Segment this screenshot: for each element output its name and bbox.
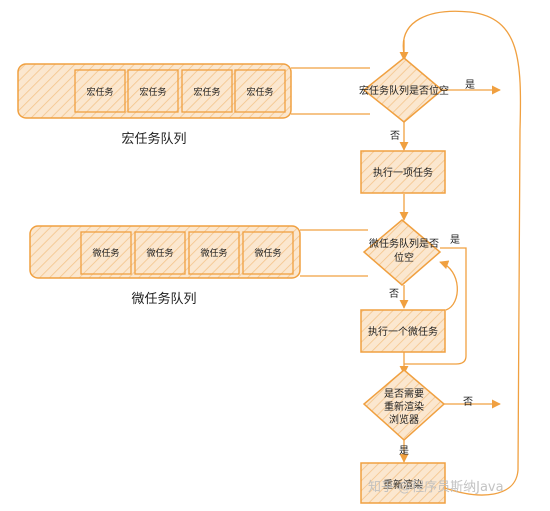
micro-task-3: 微任务	[188, 231, 240, 275]
edge-label-render-no: 否	[463, 396, 473, 408]
edge-label-macro-yes: 是	[465, 79, 475, 91]
macro-task-3: 宏任务	[181, 69, 233, 113]
decision-render-line3: 浏览器	[389, 413, 419, 426]
process-render: 重新渲染	[360, 462, 446, 504]
macro-task-label: 宏任务	[139, 86, 166, 98]
process-run-micro: 执行一个微任务	[360, 309, 446, 353]
edge-label-micro-yes: 是	[450, 234, 460, 246]
macro-task-label: 宏任务	[246, 86, 273, 98]
decision-render-line2: 重新渲染	[384, 400, 424, 413]
edge-label-render-yes: 是	[399, 445, 409, 457]
edge-label-micro-no: 否	[389, 288, 399, 300]
micro-task-1: 微任务	[80, 231, 132, 275]
micro-task-label: 微任务	[200, 247, 227, 259]
connectors	[291, 10, 522, 496]
outer-loop-line	[402, 10, 522, 496]
decision-render: 是否需要 重新渲染 浏览器	[362, 369, 446, 442]
macro-task-label: 宏任务	[193, 86, 220, 98]
process-run-macro: 执行一项任务	[360, 150, 446, 194]
micro-task-label: 微任务	[146, 247, 173, 259]
watermark: 知乎 @程序员斯纳Java	[368, 480, 504, 495]
micro-task-4: 微任务	[242, 231, 294, 275]
macro-queue: 宏任务 宏任务 宏任务 宏任务	[17, 63, 292, 119]
macro-task-label: 宏任务	[86, 86, 113, 98]
process-run-macro-label: 执行一项任务	[373, 166, 433, 179]
macro-task-2: 宏任务	[127, 69, 179, 113]
macro-task-4: 宏任务	[234, 69, 286, 113]
edge-micro-loop	[439, 260, 458, 311]
micro-queue-title: 微任务队列	[131, 291, 196, 307]
micro-task-label: 微任务	[254, 247, 281, 259]
decision-micro-empty-line1: 微任务队列是否	[369, 237, 439, 250]
decision-micro-empty: 微任务队列是否 位空	[362, 219, 442, 286]
micro-task-2: 微任务	[134, 231, 186, 275]
micro-queue: 微任务 微任务 微任务 微任务	[29, 225, 301, 279]
decision-micro-empty-line2: 位空	[394, 251, 414, 264]
process-run-micro-label: 执行一个微任务	[368, 325, 438, 338]
decision-macro-empty-label: 宏任务队列是否位空	[359, 84, 449, 97]
decision-macro-empty: 宏任务队列是否位空	[359, 57, 449, 123]
edge-micro-yes	[404, 247, 467, 365]
process-render-label: 重新渲染	[383, 478, 423, 491]
decision-render-line1: 是否需要	[384, 388, 424, 400]
macro-queue-title: 宏任务队列	[121, 131, 186, 147]
micro-task-label: 微任务	[92, 247, 119, 259]
macro-task-1: 宏任务	[74, 69, 126, 113]
edge-label-macro-no: 否	[390, 130, 400, 142]
